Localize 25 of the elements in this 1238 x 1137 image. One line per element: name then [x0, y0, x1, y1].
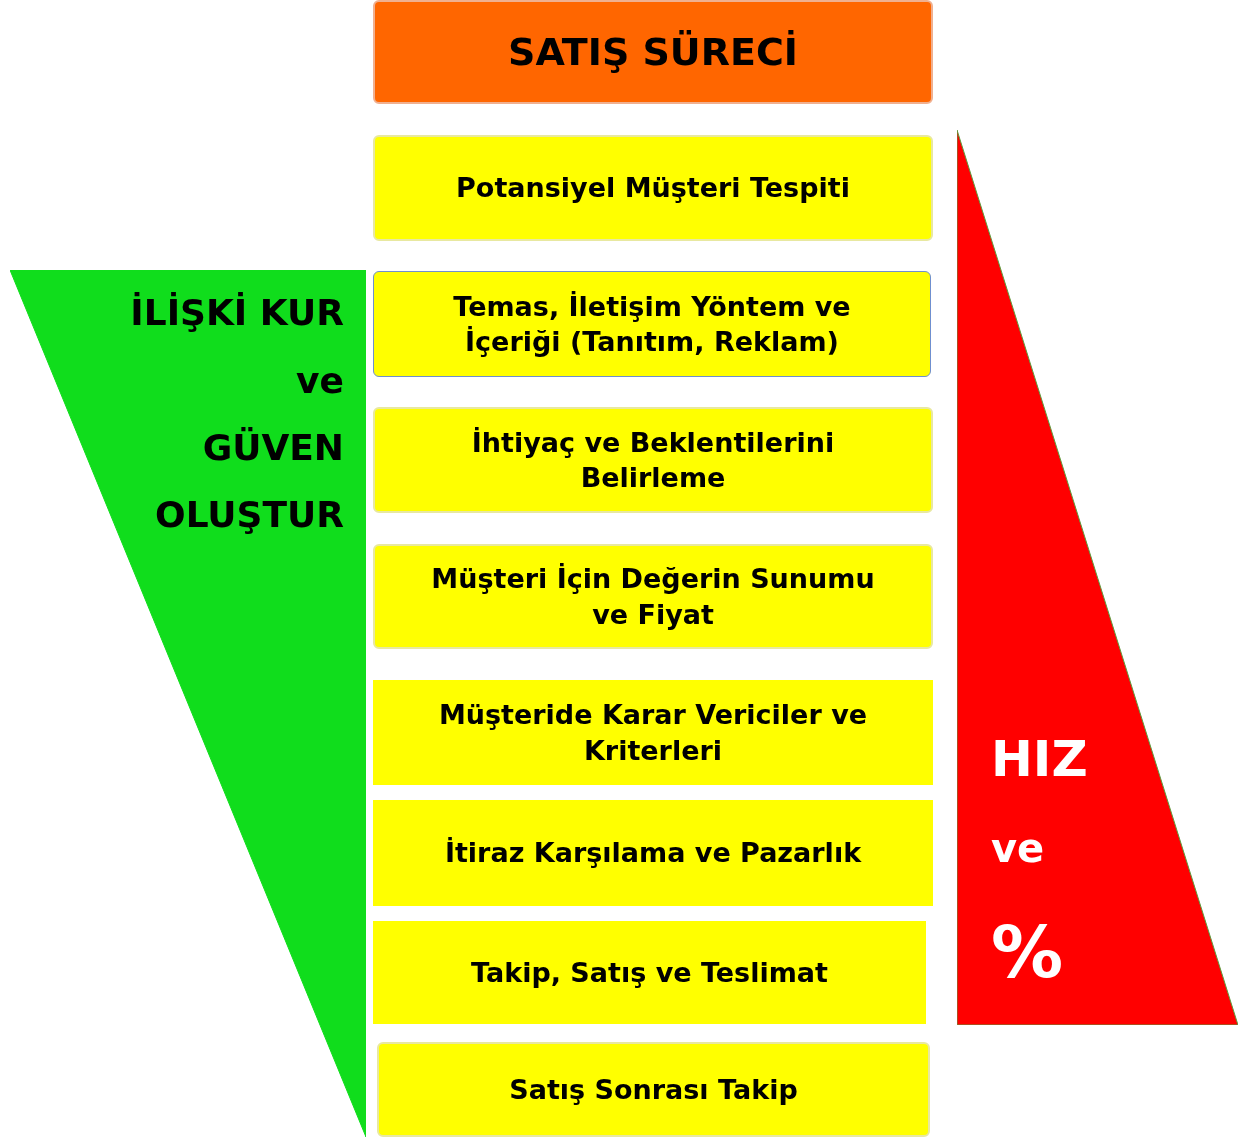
step-label: Temas, İletişim Yöntem ve İçeriği (Tanıtım, Reklam): [452, 289, 852, 359]
process-box: [373, 680, 933, 785]
side-label: İLİŞKİ KUR: [130, 292, 344, 333]
side-label: %: [991, 910, 1064, 994]
process-box: [373, 271, 931, 377]
step-label: İtiraz Karşılama ve Pazarlık: [444, 836, 862, 871]
step-label: Satış Sonrası Takip: [509, 1072, 798, 1107]
process-box: [373, 921, 926, 1024]
side-label: ve: [296, 360, 344, 401]
title-box: [373, 0, 933, 104]
step-label: Müşteride Karar Vericiler ve Kriterleri: [437, 698, 869, 768]
process-box: [373, 135, 933, 241]
process-box: [373, 800, 933, 906]
process-box: [373, 544, 933, 649]
side-label: GÜVEN: [202, 427, 344, 468]
process-box: [373, 407, 933, 513]
side-label: ve: [991, 825, 1045, 871]
step-label: Müşteri İçin Değerin Sunumu ve Fiyat: [430, 562, 876, 632]
step-label: İhtiyaç ve Beklentilerini Belirleme: [470, 425, 836, 495]
side-label: HIZ: [991, 730, 1088, 788]
step-label: Takip, Satış ve Teslimat: [471, 955, 828, 990]
process-box: [377, 1042, 930, 1137]
step-label: Potansiyel Müşteri Tespiti: [456, 171, 850, 206]
title-text: SATIŞ SÜRECİ: [508, 30, 798, 74]
side-label: OLUŞTUR: [155, 494, 344, 535]
